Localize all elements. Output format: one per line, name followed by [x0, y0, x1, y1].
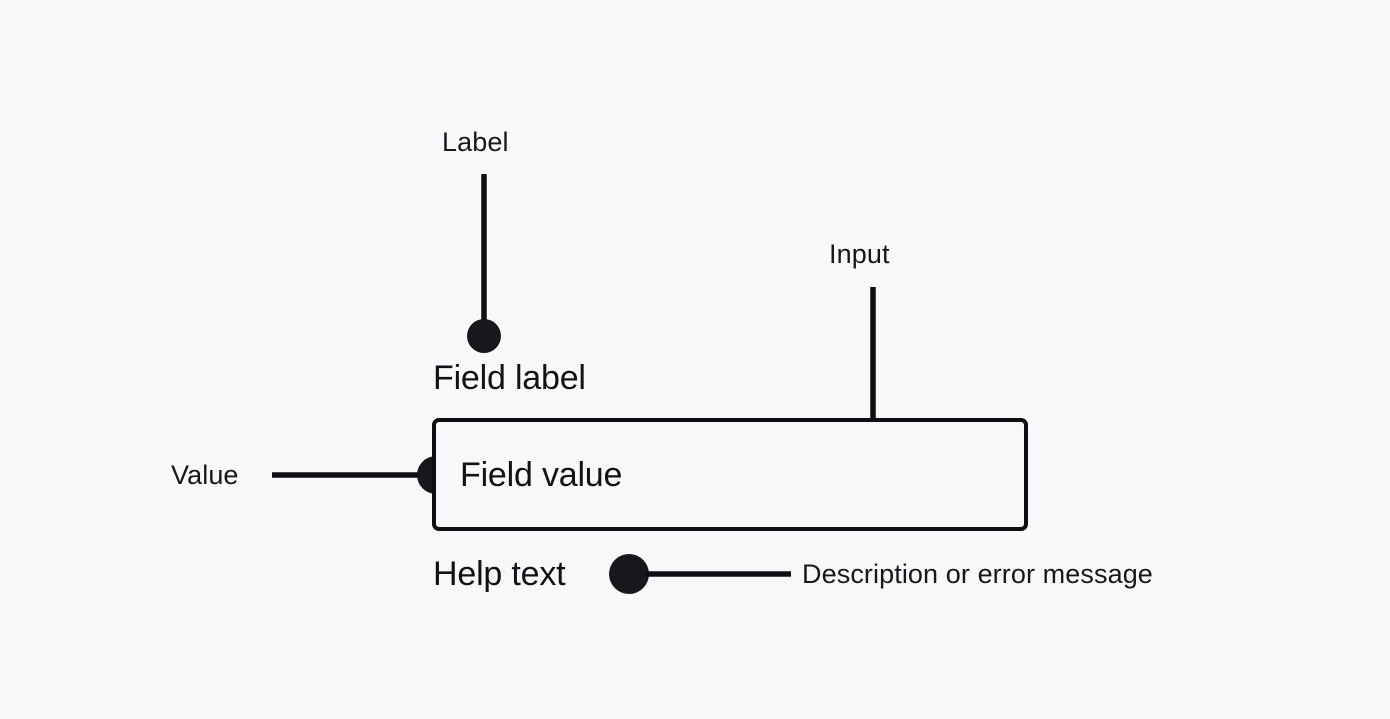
- annotation-label-description: Description or error message: [802, 559, 1153, 589]
- annotation-label-input: Input: [829, 239, 890, 269]
- connector-dot-help: [609, 554, 649, 594]
- field-label: Field label: [433, 359, 586, 397]
- annotation-label-value: Value: [171, 460, 239, 490]
- connector-dot-label: [467, 319, 501, 353]
- field-value[interactable]: Field value: [460, 456, 623, 494]
- annotation-label-label: Label: [442, 127, 509, 157]
- field-help-text: Help text: [433, 555, 566, 593]
- field-input-box[interactable]: [432, 418, 1028, 531]
